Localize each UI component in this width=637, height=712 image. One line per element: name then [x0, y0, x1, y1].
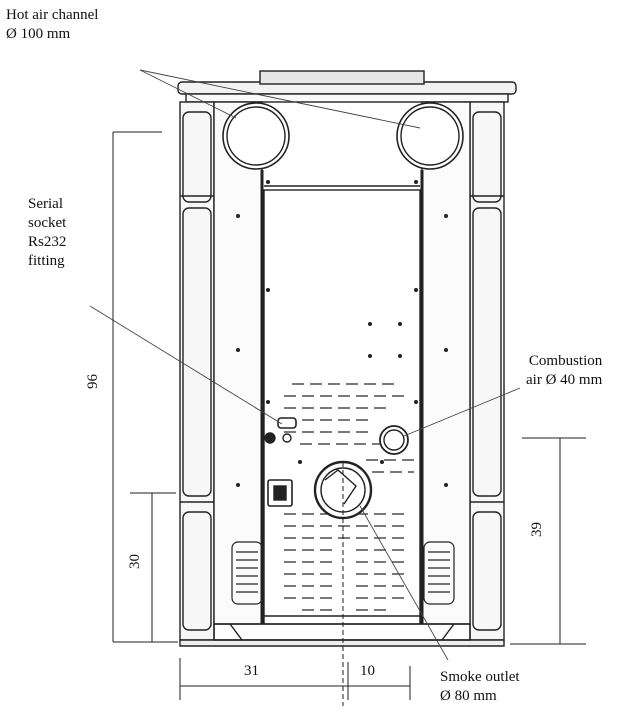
serial-socket-rs232 [277, 417, 297, 443]
hot-air-channel-label-line2: Ø 100 mm [6, 26, 71, 42]
smoke-outlet-label-line2: Ø 80 mm [440, 688, 497, 704]
hot-air-outlet-left [222, 102, 290, 170]
combustion-air-label-line2: air Ø 40 mm [526, 372, 603, 388]
hot-air-channel-label-line1: Hot air channel [6, 7, 99, 23]
dimension-right-height: 39 [529, 522, 545, 537]
right-side-column [469, 101, 505, 641]
hot-air-outlet-right [396, 102, 464, 170]
dimension-left-width: 31 [244, 663, 259, 679]
leader-lines [89, 69, 521, 661]
left-side-column [179, 101, 215, 641]
serial-socket-label-line2: socket [28, 215, 67, 231]
smoke-outlet-label: Smoke outlet Ø 80 mm [440, 668, 520, 706]
smoke-outlet-label-line1: Smoke outlet [440, 669, 520, 685]
dimension-total-height: 96 [85, 374, 101, 389]
dimension-lines [112, 131, 586, 700]
combustion-air-label: Combustion air Ø 40 mm [526, 352, 602, 390]
right-fan-grille [423, 541, 455, 605]
serial-socket-label-line1: Serial [28, 196, 63, 212]
dimension-lower-height: 30 [127, 554, 143, 569]
serial-socket-label-line3: Rs232 [28, 234, 67, 250]
top-cap [177, 70, 517, 103]
serial-socket-label: Serial socket Rs232 fitting [28, 195, 66, 271]
stove-base [179, 615, 505, 647]
power-indicator [264, 432, 276, 444]
dimension-offset-width: 10 [360, 663, 375, 679]
power-inlet-socket [267, 479, 293, 507]
rear-panel [263, 189, 421, 625]
combustion-air-label-line1: Combustion [528, 353, 603, 369]
combustion-air-inlet [379, 425, 409, 455]
left-fan-grille [231, 541, 263, 605]
hot-air-channel-label: Hot air channel Ø 100 mm [6, 6, 98, 44]
lower-vent-grille [284, 513, 404, 611]
panel-screws [236, 180, 448, 487]
serial-socket-label-line4: fitting [28, 253, 65, 269]
